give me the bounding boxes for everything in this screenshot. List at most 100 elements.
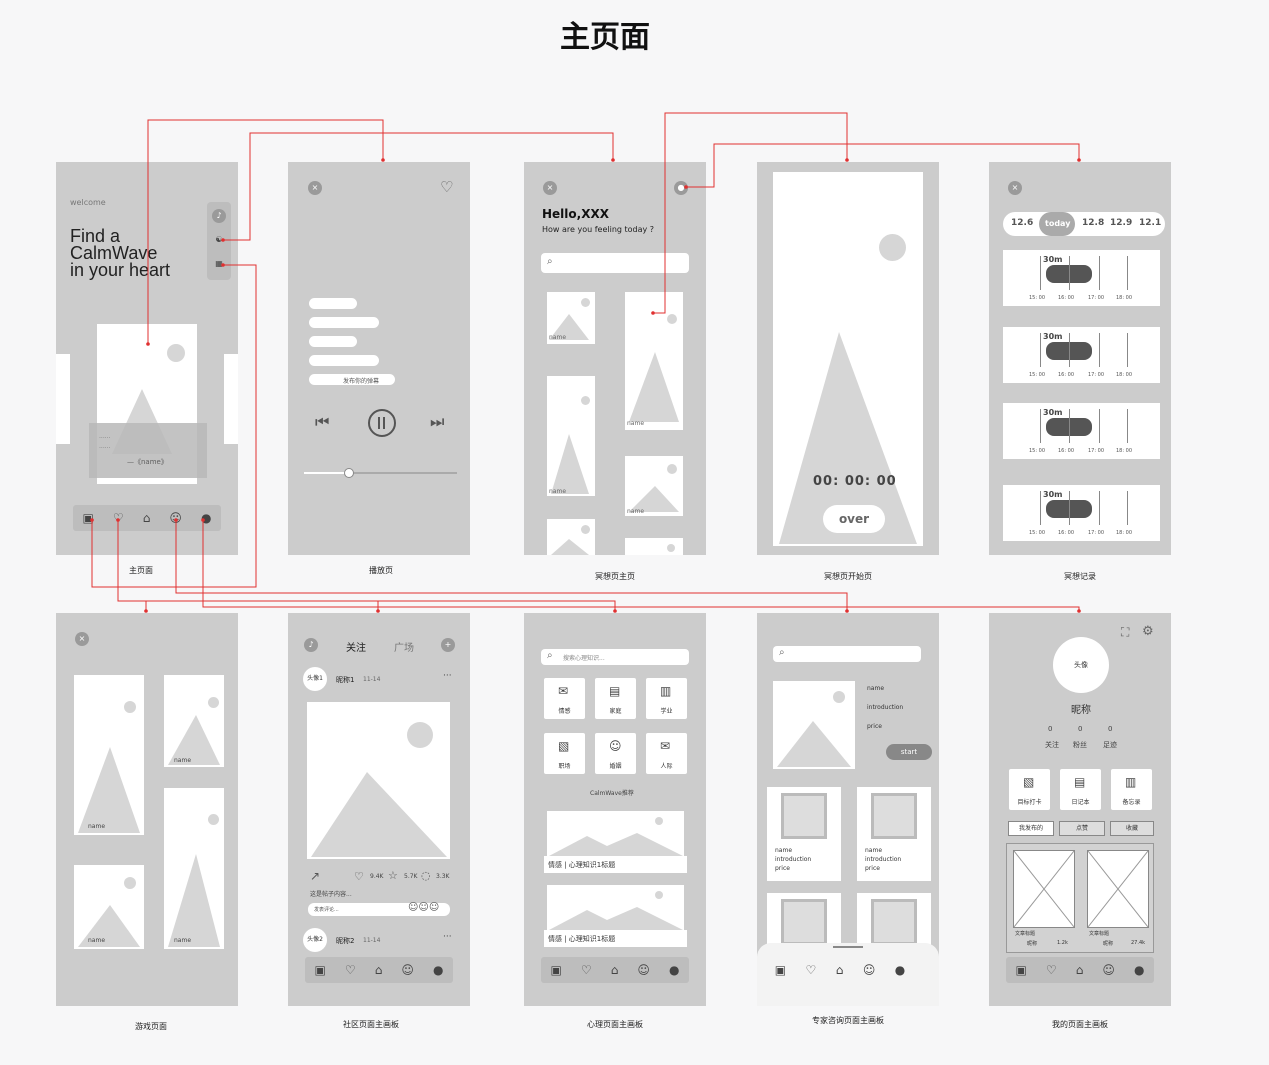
comment-input[interactable]: 发表评论... ☺☺☺ (308, 902, 450, 916)
heart-hands-icon[interactable]: ♡ (580, 963, 592, 977)
avatar[interactable]: 头像 (1053, 637, 1109, 693)
avatar[interactable]: 头像1 (303, 667, 327, 691)
avatar[interactable]: 头像2 (303, 928, 327, 952)
share-icon[interactable]: ↗ (310, 869, 321, 883)
date-tab[interactable]: 12.1 (1139, 218, 1162, 228)
chat-icon[interactable]: ▣ (774, 963, 787, 977)
date-tab[interactable]: 12.9 (1110, 218, 1133, 228)
expert-icon[interactable]: ☺ (637, 963, 650, 977)
pause-icon[interactable] (368, 409, 396, 437)
article-image[interactable] (547, 811, 684, 856)
over-button[interactable]: over (823, 505, 885, 533)
category-family[interactable]: ▤家庭 (595, 678, 636, 719)
user-icon[interactable]: ● (668, 963, 680, 977)
start-button[interactable]: start (886, 744, 932, 760)
tab-favorites[interactable]: 收藏 (1110, 821, 1154, 836)
date-tab-active[interactable]: today (1039, 212, 1075, 236)
category-social[interactable]: ✉人际 (646, 733, 687, 774)
tab-follow[interactable]: 关注 (346, 643, 366, 654)
category-emotion[interactable]: ✉情感 (544, 678, 585, 719)
game-card[interactable]: name (74, 865, 144, 949)
article-title[interactable]: 情感 | 心理知识1标题 (544, 930, 687, 947)
meditation-card[interactable]: name (625, 456, 683, 516)
post-thumbnail[interactable] (1087, 850, 1149, 928)
more-icon[interactable]: ··· (443, 671, 452, 681)
search-input[interactable]: ⌕ (773, 646, 921, 662)
expert-icon[interactable]: ☺ (1102, 963, 1115, 977)
heart-hands-icon[interactable]: ♡ (344, 963, 356, 977)
chat-icon[interactable]: ▣ (550, 963, 562, 977)
heart-hands-icon[interactable]: ♡ (1045, 963, 1057, 977)
danmu-input[interactable]: 发布你的弹幕 (309, 374, 395, 385)
tab-square[interactable]: 广场 (394, 643, 414, 654)
comment-icon[interactable]: ◌ (421, 869, 431, 882)
game-icon[interactable]: ▦ (215, 259, 223, 268)
heart-icon[interactable]: ♡ (440, 178, 454, 196)
post-image[interactable] (307, 702, 450, 859)
stat-follow-label[interactable]: 关注 (1045, 741, 1059, 749)
expert-photo[interactable] (773, 681, 855, 769)
tab-likes[interactable]: 点赞 (1059, 821, 1105, 836)
tab-my-posts[interactable]: 我发布的 (1008, 821, 1054, 836)
tool-memo[interactable]: ▥备忘录 (1111, 769, 1152, 810)
music-icon[interactable]: ♪ (212, 209, 226, 223)
home-icon[interactable]: ⌂ (1075, 963, 1084, 977)
chat-icon[interactable]: ▣ (82, 511, 94, 525)
tool-diary[interactable]: ▤日记本 (1060, 769, 1101, 810)
expert-icon[interactable]: ☺ (169, 511, 182, 525)
like-icon[interactable]: ♡ (354, 870, 364, 883)
meditation-card[interactable] (625, 538, 683, 555)
article-title[interactable]: 情感 | 心理知识1标题 (544, 856, 687, 873)
star-icon[interactable]: ☆ (388, 869, 398, 882)
expert-icon[interactable]: ☺ (401, 963, 414, 977)
search-input[interactable]: ⌕ (541, 253, 689, 273)
chat-icon[interactable]: ▣ (1015, 963, 1027, 977)
game-card[interactable]: name (164, 788, 224, 949)
stat-footprint-label[interactable]: 足迹 (1103, 741, 1117, 749)
scan-icon[interactable]: ⛶ (1121, 625, 1130, 639)
post-thumbnail[interactable] (1013, 850, 1075, 928)
close-icon[interactable]: × (75, 632, 89, 646)
category-work[interactable]: ▧职场 (544, 733, 585, 774)
close-icon[interactable]: × (543, 181, 557, 195)
expert-icon[interactable]: ☺ (862, 963, 876, 977)
profile-icon[interactable]: ● (674, 181, 688, 195)
progress-handle[interactable] (344, 468, 354, 478)
settings-icon[interactable]: ⚙ (1142, 624, 1154, 639)
next-icon[interactable]: ⏭ (430, 412, 445, 431)
heart-hands-icon[interactable]: ♡ (805, 963, 817, 977)
meditation-card[interactable] (547, 519, 595, 555)
article-image[interactable] (547, 885, 684, 930)
meditation-card[interactable]: name (547, 292, 595, 344)
bell-icon[interactable]: ♪ (304, 638, 318, 652)
add-icon[interactable]: + (441, 638, 455, 652)
meditation-card[interactable]: name (547, 376, 595, 496)
game-card[interactable]: name (164, 675, 224, 767)
close-icon[interactable]: × (308, 181, 322, 195)
home-icon[interactable]: ⌂ (142, 511, 151, 525)
stat-fans-label[interactable]: 粉丝 (1073, 741, 1087, 749)
expert-card[interactable]: name introduction price (857, 787, 931, 881)
user-icon[interactable]: ● (432, 963, 444, 977)
user-icon[interactable]: ● (200, 511, 212, 525)
search-input[interactable]: ⌕ 搜索心理知识... (541, 649, 689, 665)
progress-track[interactable] (304, 472, 457, 474)
chat-icon[interactable]: ▣ (314, 963, 326, 977)
meditation-card[interactable]: name (625, 292, 683, 430)
date-tab[interactable]: 12.6 (1011, 218, 1034, 228)
home-icon[interactable]: ⌂ (610, 963, 619, 977)
tool-checkin[interactable]: ▧目标打卡 (1009, 769, 1050, 810)
category-marriage[interactable]: ☺婚姻 (595, 733, 636, 774)
close-icon[interactable]: × (1008, 181, 1022, 195)
date-tab[interactable]: 12.8 (1082, 218, 1105, 228)
user-icon[interactable]: ● (1133, 963, 1145, 977)
meditation-icon[interactable]: ☯ (215, 235, 223, 244)
previous-icon[interactable]: ⏮ (315, 412, 330, 431)
user-icon[interactable]: ● (894, 963, 906, 977)
home-icon[interactable]: ⌂ (835, 963, 844, 977)
more-icon[interactable]: ··· (443, 932, 452, 942)
